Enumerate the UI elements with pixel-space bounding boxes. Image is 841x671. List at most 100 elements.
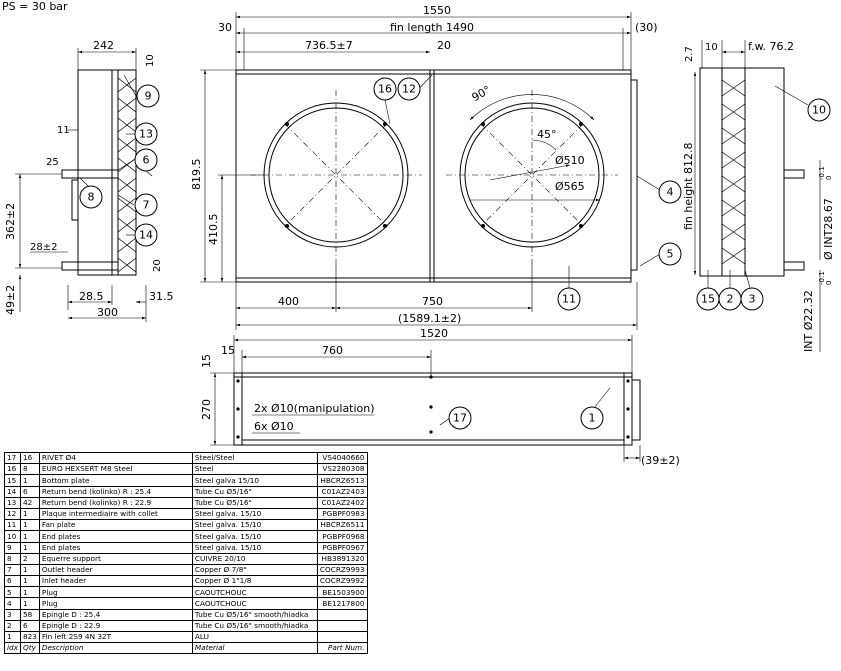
bom-cell: Plug [38, 586, 193, 599]
bom-cell: Fan plate [38, 519, 193, 532]
dim-819: 819.5 [190, 159, 203, 191]
coil-hatch-right [721, 79, 746, 265]
bom-cell: Fin left 2S9 4N 32T [38, 630, 193, 644]
bom-cell: 1 [19, 541, 40, 554]
bom-cell: Steel/Steel [191, 451, 318, 465]
svg-text:10: 10 [812, 104, 826, 117]
bom-cell: BE1503900 [316, 586, 368, 599]
label-manipulation-holes: 2x Ø10(manipulation) [254, 402, 375, 415]
svg-text:3: 3 [749, 293, 756, 306]
dim-10-right: 10 [705, 42, 718, 53]
callout-15: 15 [696, 287, 720, 311]
dim-400: 400 [278, 295, 299, 308]
callout-5: 5 [658, 242, 682, 266]
label-holes: 6x Ø10 [254, 420, 294, 433]
bom-cell: 6 [19, 619, 40, 633]
tol-int22-plus: 0 [825, 281, 833, 285]
bottom-view: 1520 15 760 15 270 2x Ø10(manipulation) … [200, 327, 680, 467]
bom-cell: 16 [4, 463, 21, 476]
bom-cell: 2 [4, 619, 21, 633]
angle-45: 45° [537, 128, 557, 141]
bom-cell: 6 [4, 575, 21, 588]
callout-1: 1 [580, 406, 604, 430]
callout-3: 3 [740, 287, 764, 311]
bom-cell: Return bend (kolinko) R : 22.9 [38, 496, 193, 509]
svg-text:2: 2 [727, 293, 734, 306]
dim-1550: 1550 [423, 4, 451, 17]
callout-8: 8 [79, 185, 103, 209]
svg-text:9: 9 [145, 90, 152, 103]
side-view-left: 242 10 11 25 362±2 28±2 20 49±2 28.5 31.… [4, 39, 174, 322]
svg-text:8: 8 [88, 191, 95, 204]
bom-cell: BE1217800 [316, 597, 368, 610]
bom-cell [316, 630, 368, 644]
bom-cell: 6 [19, 485, 40, 498]
bom-cell: PGBPF0968 [316, 530, 368, 543]
dim-2-7: 2.7 [684, 46, 695, 62]
bom-cell: Return bend (kolinko) R : 25.4 [38, 485, 193, 498]
bom-header-cell: idx [4, 642, 21, 655]
bom-cell: CAOUTCHOUC [191, 586, 318, 599]
dim-fin-width: f.w. 76.2 [748, 40, 794, 53]
callout-14: 14 [134, 223, 158, 247]
bom-cell: Epingle D : 25.4 [38, 608, 193, 621]
callout-10: 10 [807, 98, 831, 122]
svg-text:13: 13 [139, 128, 153, 141]
angle-90: 90° [470, 83, 493, 104]
callout-17: 17 [448, 406, 472, 430]
callout-7: 7 [134, 193, 158, 217]
bom-cell: 9 [4, 541, 21, 554]
bom-cell: 14 [4, 485, 21, 498]
callout-12: 12 [397, 77, 421, 101]
dim-15b: 15 [200, 354, 213, 368]
bom-cell: 58 [19, 608, 40, 621]
bom-cell: 1 [19, 519, 40, 532]
bom-cell: Copper Ø 7/8" [191, 563, 318, 577]
dim-1589: (1589.1±2) [398, 312, 461, 325]
callout-6: 6 [134, 148, 158, 172]
bom-cell: Equerre support [38, 552, 193, 565]
bom-cell: Tube Cu Ø5/16" [191, 496, 318, 509]
bom-cell: Copper Ø 1"1/8 [191, 575, 318, 588]
bom-cell: 10 [4, 530, 21, 543]
front-view: 90° 45° Ø510 Ø565 1550 30 fin length 149… [190, 4, 658, 330]
bom-cell: Plaque intermediaire with collet [38, 507, 193, 521]
dim-270: 270 [200, 399, 213, 420]
bom-cell: EURO HEXSERT M8 Steel [38, 463, 193, 476]
dim-1520: 1520 [420, 327, 448, 340]
dim-15a: 15 [221, 344, 235, 357]
dim-30b: (30) [635, 21, 658, 34]
bom-cell: 16 [19, 451, 40, 465]
dim-20-top: 20 [437, 39, 451, 52]
callout-2: 2 [718, 287, 742, 311]
bom-cell: Steel galva 15/10 [191, 474, 318, 487]
bom-cell: Bottom plate [38, 474, 193, 487]
dim-410: 410.5 [207, 214, 220, 246]
bom-cell: 17 [4, 451, 21, 465]
bom-cell: Steel galva. 15/10 [191, 530, 318, 543]
svg-text:11: 11 [562, 293, 576, 306]
dim-fin-length: fin length 1490 [390, 21, 474, 34]
dim-242: 242 [93, 39, 114, 52]
bom-cell: HBCRZ6513 [316, 474, 368, 487]
bom-cell: 8 [19, 463, 40, 476]
bom-cell: Epingle D : 22.9 [38, 619, 193, 633]
svg-text:1: 1 [589, 412, 596, 425]
bom-cell: PGBPF0983 [316, 507, 368, 521]
dim-28-5: 28.5 [79, 290, 104, 303]
dim-362: 362±2 [4, 203, 17, 240]
bom-cell: Outlet header [38, 563, 193, 577]
bom-cell: Plug [38, 597, 193, 610]
tol-int28-minus: -0.1 [818, 166, 826, 180]
bom-cell: 8 [4, 552, 21, 565]
dim-49: 49±2 [4, 285, 17, 315]
